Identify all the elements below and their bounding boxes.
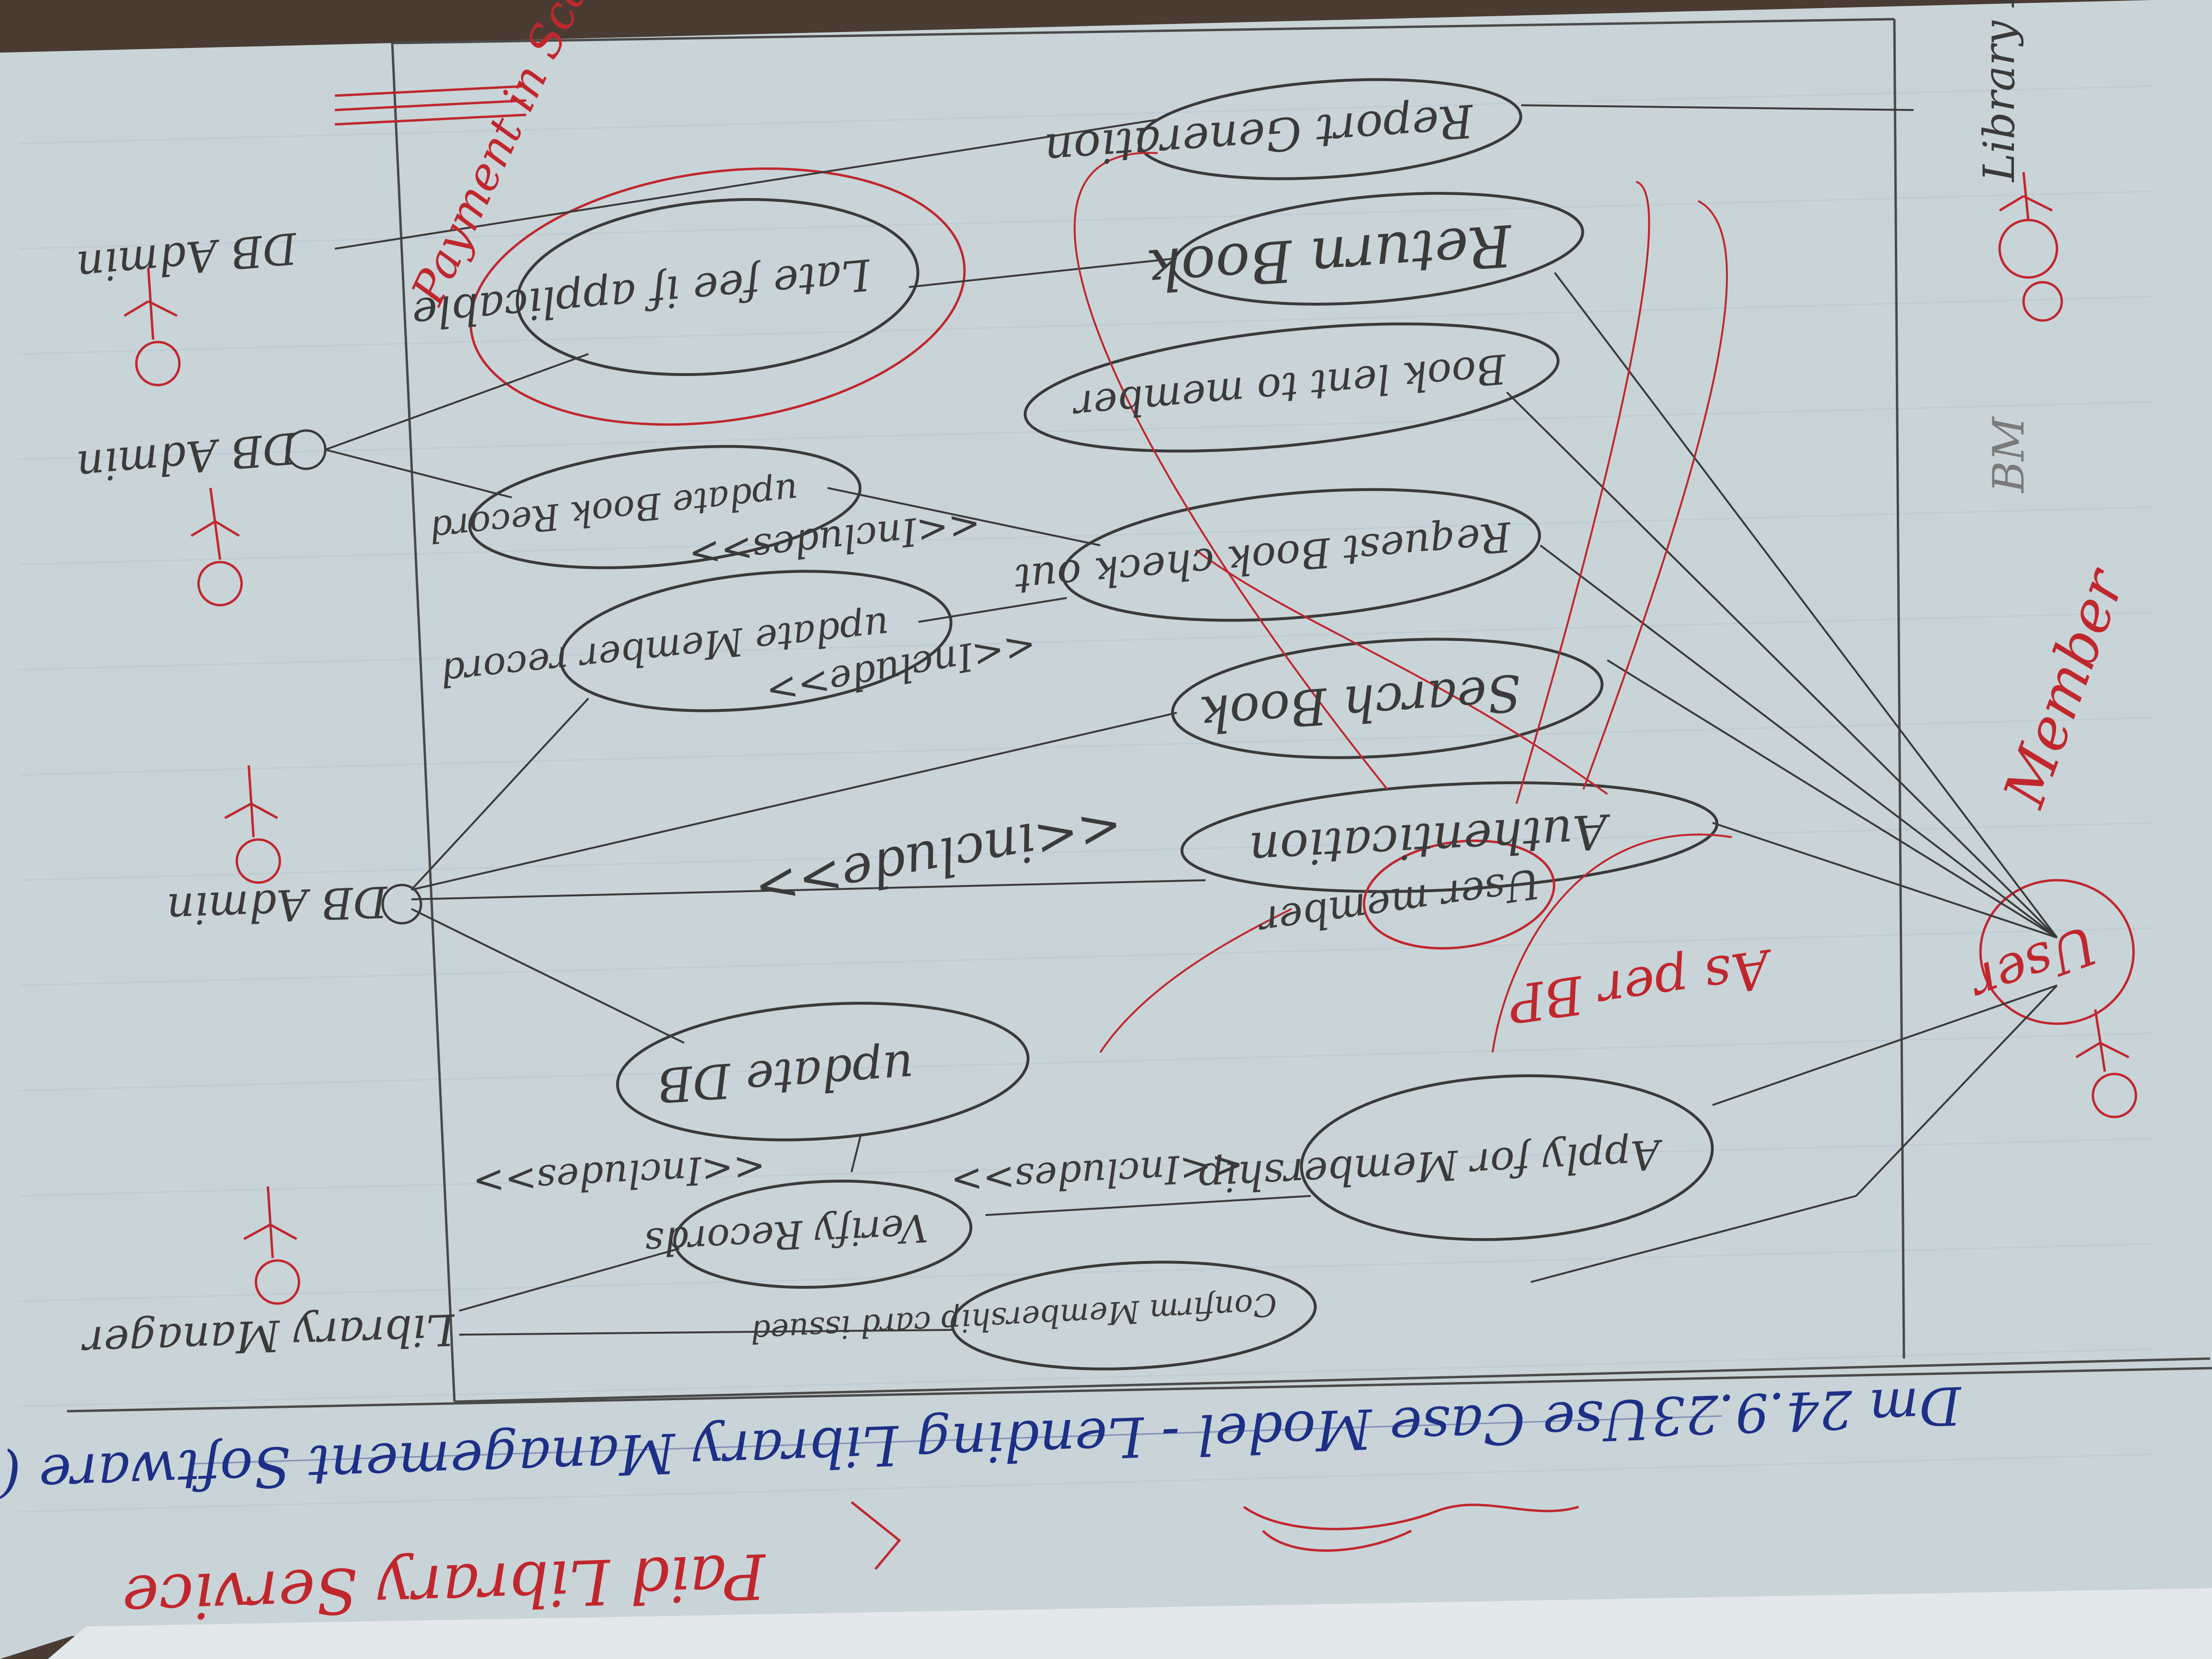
decorative-squiggles	[334, 85, 1579, 1570]
date-label: Dm 24.9.23	[1651, 1375, 1963, 1447]
ruled-lines	[19, 85, 2153, 1513]
uc-confirm-membership[interactable]	[950, 1253, 1318, 1377]
uc-verify-records[interactable]	[672, 1174, 974, 1294]
uc-update-book-record[interactable]	[464, 430, 866, 585]
actor-library-manager-top-label: Library Manager	[1974, 0, 2024, 183]
uc-book-lent[interactable]	[1019, 302, 1564, 473]
actor-figures-pencil	[286, 429, 422, 925]
use-case-ellipses	[464, 68, 1720, 1377]
uc-update-db[interactable]	[613, 990, 1032, 1152]
page-edge	[48, 1588, 2212, 1659]
right-margin-note: BM	[1984, 416, 2034, 494]
uc-user-member[interactable]	[1357, 829, 1561, 960]
uc-report-generation[interactable]	[1136, 68, 1524, 190]
red-ellipses	[469, 167, 2135, 1025]
actor-user-ring	[1979, 879, 2135, 1025]
uc-authentication[interactable]	[1179, 771, 1720, 904]
actor-db-admin-head	[286, 429, 327, 470]
uc-late-fee[interactable]	[510, 184, 925, 390]
actor-db-admin-3-label: DB Admin	[166, 876, 389, 934]
uc-apply-membership[interactable]	[1297, 1066, 1717, 1250]
uc-update-member-record[interactable]	[554, 554, 958, 728]
title-underline	[191, 1415, 1723, 1465]
associations	[325, 104, 2058, 1336]
red-connectors	[1073, 152, 1732, 1053]
uc-return-book[interactable]	[1168, 178, 1587, 319]
actor-figures-red	[123, 172, 2137, 1305]
system-boundary	[66, 18, 2212, 1413]
